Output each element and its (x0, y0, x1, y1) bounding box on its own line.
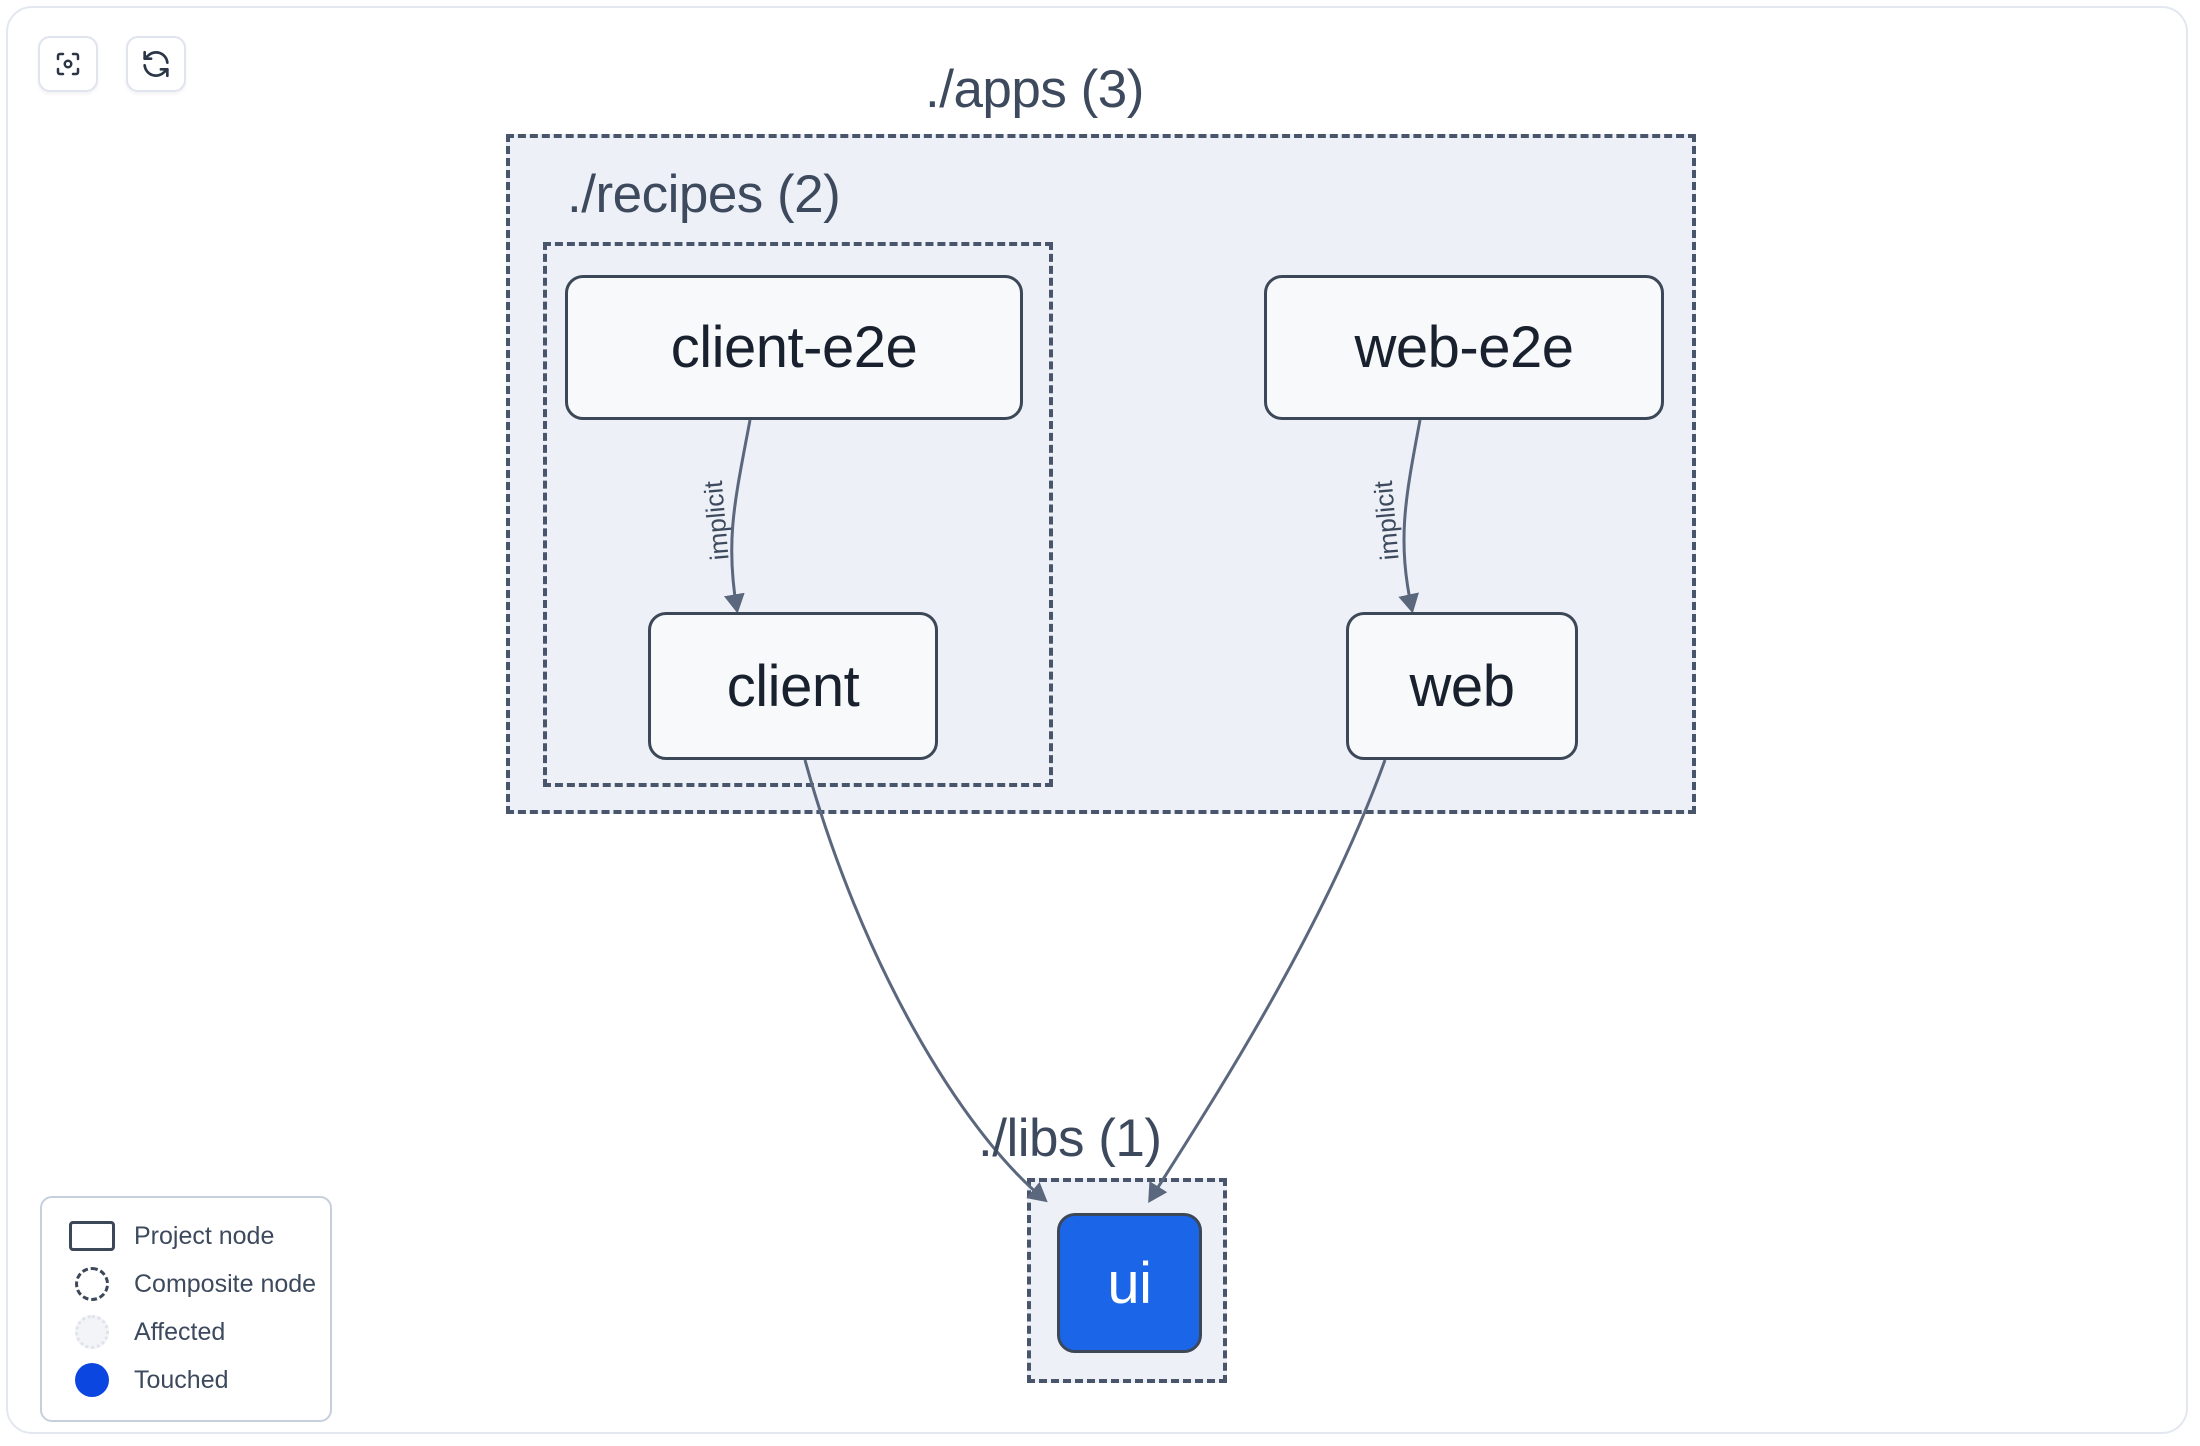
touched-swatch (64, 1363, 120, 1397)
node-web-e2e[interactable]: web-e2e (1264, 275, 1664, 420)
node-label-ui: ui (1107, 1250, 1152, 1316)
focus-graph-button[interactable] (38, 36, 98, 92)
node-label-web-e2e: web-e2e (1354, 315, 1574, 380)
refresh-sync-icon (140, 48, 172, 80)
node-label-client-e2e: client-e2e (670, 315, 918, 380)
node-label-web: web (1409, 653, 1515, 719)
edge-web-to-ui (1148, 759, 1387, 1203)
legend-label-project-node: Project node (134, 1221, 275, 1250)
node-client[interactable]: client (648, 612, 938, 760)
graph-toolbar (38, 36, 186, 92)
legend-item-composite-node: Composite node (42, 1260, 330, 1308)
focus-target-icon (53, 49, 83, 79)
graph-legend: Project node Composite node Affected Tou… (40, 1196, 332, 1422)
legend-item-touched: Touched (42, 1356, 330, 1404)
node-client-e2e[interactable]: client-e2e (565, 275, 1023, 420)
group-label-recipes: ./recipes (2) (567, 165, 841, 224)
refresh-graph-button[interactable] (126, 36, 186, 92)
node-web[interactable]: web (1346, 612, 1578, 760)
edge-client-e2e-to-client (723, 419, 752, 614)
project-node-swatch (64, 1221, 120, 1251)
group-label-libs: ./libs (1) (978, 1109, 1162, 1168)
node-ui[interactable]: ui (1057, 1213, 1202, 1353)
affected-swatch (64, 1315, 120, 1349)
legend-item-project-node: Project node (42, 1212, 330, 1260)
legend-label-composite-node: Composite node (134, 1269, 317, 1298)
legend-label-affected: Affected (134, 1317, 226, 1346)
legend-item-affected: Affected (42, 1308, 330, 1356)
group-label-apps: ./apps (3) (925, 60, 1144, 119)
edge-web-e2e-to-web (1398, 419, 1422, 614)
node-label-client: client (726, 653, 860, 719)
composite-node-swatch (64, 1267, 120, 1301)
legend-label-touched: Touched (134, 1365, 229, 1394)
edge-client-to-ui (803, 759, 1048, 1203)
